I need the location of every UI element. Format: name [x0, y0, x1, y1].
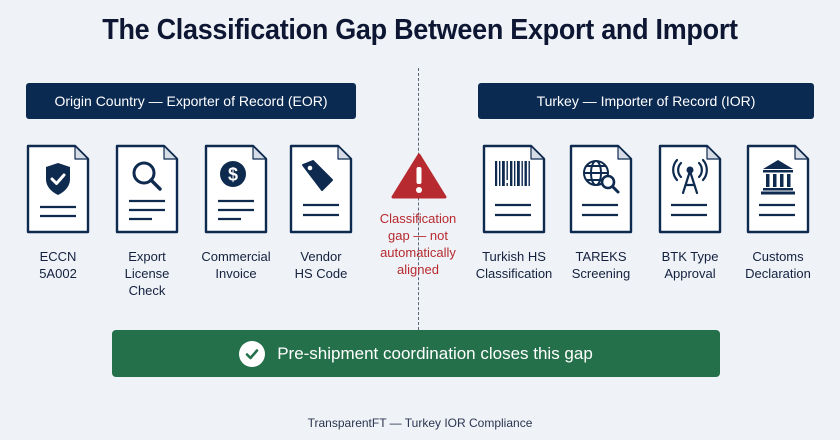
section-divider: [418, 68, 419, 330]
banner-text: Pre-shipment coordination closes this ga…: [277, 343, 593, 363]
antenna-icon: [658, 144, 722, 234]
barcode-icon: [482, 144, 546, 234]
ior-header-label: Turkey — Importer of Record (IOR): [536, 93, 756, 109]
eor-header-label: Origin Country — Exporter of Record (EOR…: [54, 93, 328, 109]
export-license-document: [114, 143, 180, 235]
btk-document: [657, 143, 723, 235]
eor-section-header: Origin Country — Exporter of Record (EOR…: [26, 83, 356, 119]
export-license-label: Export License Check: [124, 249, 170, 298]
btk-label: BTK Type Approval: [661, 249, 719, 281]
eccn-document: [25, 143, 91, 235]
shield-check-icon: [26, 144, 90, 234]
turkish-hs-label: Turkish HS Classification: [475, 249, 553, 281]
warning-triangle-icon: [391, 153, 447, 199]
ior-section-header: Turkey — Importer of Record (IOR): [478, 83, 814, 119]
tareks-label: TAREKS Screening: [571, 249, 631, 281]
turkish-hs-document: [481, 143, 547, 235]
coordination-banner: Pre-shipment coordination closes this ga…: [112, 330, 720, 377]
magnifier-icon: [115, 144, 179, 234]
page-title: The Classification Gap Between Export an…: [102, 14, 738, 46]
commercial-invoice-label: Commercial Invoice: [201, 249, 271, 281]
vendor-hs-label: Vendor HS Code: [294, 249, 348, 281]
customs-label: Customs Declaration: [745, 249, 811, 281]
commercial-invoice-document: $: [203, 143, 269, 235]
globe-search-icon: [569, 144, 633, 234]
dollar-icon: $: [204, 144, 268, 234]
customs-document: [745, 143, 811, 235]
price-tag-icon: [289, 144, 353, 234]
gap-warning-text: Classification gap — not automatically a…: [379, 211, 457, 277]
eccn-label: ECCN 5A002: [39, 249, 77, 281]
tareks-document: [568, 143, 634, 235]
government-building-icon: [746, 144, 810, 234]
check-circle-icon: [239, 340, 266, 367]
footer-caption: TransparentFT — Turkey IOR Compliance: [307, 416, 533, 430]
svg-text:$: $: [228, 165, 238, 185]
vendor-hs-document: [288, 143, 354, 235]
